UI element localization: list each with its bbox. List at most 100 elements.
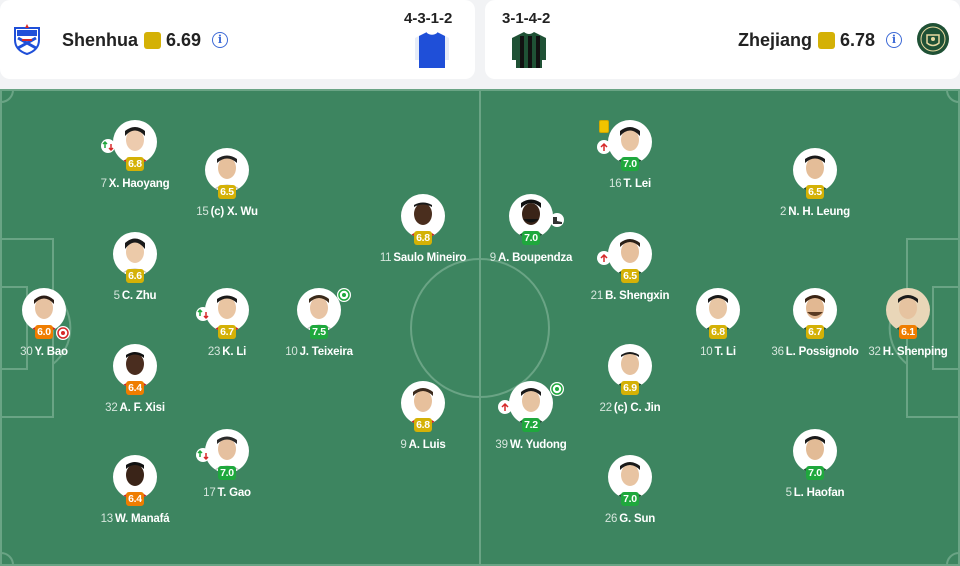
player-number: 9 xyxy=(400,439,407,451)
player-number: 17 xyxy=(203,487,216,499)
player-number: 15 xyxy=(196,206,209,218)
player-rating: 6.8 xyxy=(126,157,144,171)
player-number: 10 xyxy=(285,346,298,358)
player-rating: 6.8 xyxy=(414,418,432,432)
goal-icon xyxy=(337,288,351,302)
player-rating: 6.0 xyxy=(35,325,53,339)
player-name: T. Li xyxy=(714,346,737,358)
player-name: X. Haoyang xyxy=(108,178,170,190)
shenhua-logo-icon[interactable] xyxy=(10,22,44,56)
substitution-in-icon xyxy=(498,400,512,414)
home-team-name[interactable]: Shenhua xyxy=(62,30,139,50)
player-rating: 7.2 xyxy=(522,418,540,432)
player-name: L. Possignolo xyxy=(785,346,859,358)
player-rating: 6.6 xyxy=(126,269,144,283)
player-name: A. Boupendza xyxy=(497,252,573,264)
player-number: 16 xyxy=(609,178,622,190)
player-number: 32 xyxy=(105,402,118,414)
player-rating: 7.0 xyxy=(522,231,540,245)
player-name: Y. Bao xyxy=(34,346,69,358)
away-formation: 3-1-4-2 xyxy=(502,10,551,27)
player-name: C. Zhu xyxy=(121,290,157,302)
zhejiang-logo-icon[interactable] xyxy=(916,22,950,56)
player-rating: 7.0 xyxy=(806,466,824,480)
home-formation: 4-3-1-2 xyxy=(404,10,453,27)
player-home-15[interactable]: 6.5 15(c) X. Wu xyxy=(172,148,282,238)
player-name: (c) X. Wu xyxy=(210,206,258,218)
player-name: K. Li xyxy=(222,346,247,358)
player-rating: 6.1 xyxy=(899,325,917,339)
player-name: T. Lei xyxy=(623,178,651,190)
player-number: 30 xyxy=(20,346,33,358)
player-number: 9 xyxy=(489,252,496,264)
player-number: 5 xyxy=(785,487,792,499)
player-number: 5 xyxy=(113,290,120,302)
player-rating: 7.0 xyxy=(621,157,639,171)
substitution-icon xyxy=(196,448,210,462)
home-info-icon[interactable]: i xyxy=(212,32,228,48)
player-rating: 6.8 xyxy=(414,231,432,245)
player-rating: 6.5 xyxy=(218,185,236,199)
player-photo xyxy=(113,120,157,164)
player-away-22[interactable]: 6.9 22(c) C. Jin xyxy=(575,344,685,434)
player-number: 21 xyxy=(590,290,604,302)
player-name: G. Sun xyxy=(619,513,656,525)
player-rating: 6.5 xyxy=(806,185,824,199)
player-name: B. Shengxin xyxy=(605,290,670,302)
player-photo xyxy=(793,429,837,473)
own-goal-icon xyxy=(56,326,70,340)
assist-boot-icon xyxy=(550,213,564,227)
substitution-out-icon xyxy=(597,140,611,154)
player-name: Saulo Mineiro xyxy=(393,252,467,264)
player-name: T. Gao xyxy=(217,487,252,499)
substitution-icon xyxy=(196,307,210,321)
player-name: W. Yudong xyxy=(509,439,567,451)
player-rating: 6.8 xyxy=(709,325,727,339)
player-name: W. Manafá xyxy=(114,513,170,525)
away-info-icon[interactable]: i xyxy=(886,32,902,48)
player-name: A. Luis xyxy=(408,439,446,451)
player-rating: 6.4 xyxy=(126,381,144,395)
player-photo xyxy=(608,455,652,499)
player-rating: 7.5 xyxy=(310,325,328,339)
player-name: (c) C. Jin xyxy=(613,402,661,414)
player-rating: 6.7 xyxy=(218,325,236,339)
player-rating: 6.4 xyxy=(126,492,144,506)
away-team-name[interactable]: Zhejiang xyxy=(738,30,813,50)
player-number: 2 xyxy=(780,206,787,218)
home-team-rating: 6.69 xyxy=(166,30,202,50)
away-rating-square xyxy=(818,32,835,49)
player-number: 36 xyxy=(771,346,784,358)
substitution-in-icon xyxy=(597,251,611,265)
player-rating: 6.9 xyxy=(621,381,639,395)
home-team-header: Shenhua 6.69 i 4-3-1-2 xyxy=(0,0,475,79)
player-rating: 7.0 xyxy=(218,466,236,480)
away-team-header: 3-1-4-2 Zhejiang 6.78 i xyxy=(485,0,960,79)
player-number: 32 xyxy=(868,346,881,358)
player-name: H. Shenping xyxy=(882,346,948,358)
home-rating-square xyxy=(144,32,161,49)
player-name: N. H. Leung xyxy=(788,206,850,218)
